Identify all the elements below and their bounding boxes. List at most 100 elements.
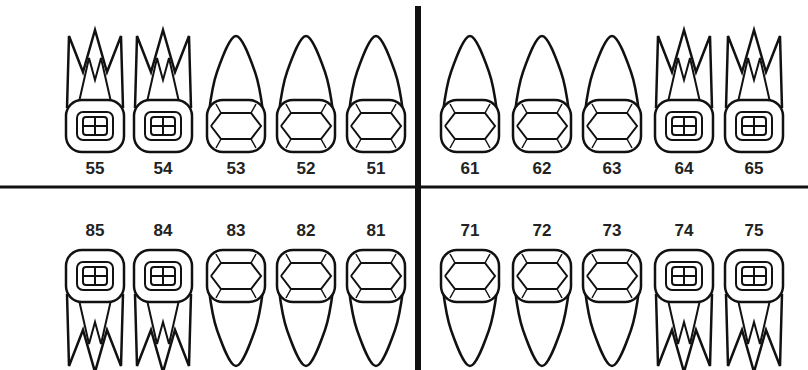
- crown-ridge: [627, 289, 632, 298]
- tooth-drawing: [207, 250, 265, 366]
- tooth-number: 74: [654, 220, 714, 242]
- tooth-drawing: [347, 250, 405, 366]
- tooth-drawing: [513, 250, 571, 366]
- tooth-number: 61: [440, 158, 500, 180]
- tooth-root: [67, 30, 123, 108]
- root-inner-line: [147, 300, 179, 344]
- occlusal-outline: [145, 262, 181, 290]
- crown-ridge: [485, 104, 490, 113]
- tooth-crown: [655, 250, 713, 302]
- tooth-number: 54: [133, 158, 193, 180]
- crown-ridge: [321, 139, 326, 148]
- crown-ridge: [485, 254, 490, 263]
- tooth-number: 82: [276, 220, 336, 242]
- tooth-root: [656, 294, 712, 370]
- tooth-crown: [583, 100, 641, 152]
- crown-ridge: [216, 104, 221, 113]
- root-inner-line: [79, 58, 111, 102]
- crown-ridge: [627, 254, 632, 263]
- tooth-crown: [347, 250, 405, 302]
- occlusal-fossa: [742, 117, 766, 135]
- fissure-line: [151, 125, 175, 127]
- crown-ridge: [450, 104, 455, 113]
- tooth-drawing: [134, 30, 192, 152]
- crown-ridge: [391, 254, 396, 263]
- crown-ridge: [321, 254, 326, 263]
- crown-ridge: [391, 289, 396, 298]
- tooth-drawing: [66, 250, 124, 370]
- tooth-root: [656, 30, 712, 108]
- occlusal-fossa: [742, 267, 766, 285]
- occlusal-outline: [517, 113, 567, 139]
- crown-ridge: [216, 289, 221, 298]
- tooth-number: 51: [346, 158, 406, 180]
- occlusal-outline: [211, 263, 261, 289]
- root-inner-line: [738, 300, 770, 344]
- tooth-crown: [207, 250, 265, 302]
- crown-ridge: [522, 289, 527, 298]
- crown-ridge: [216, 254, 221, 263]
- crown-ridge: [286, 289, 291, 298]
- midline-divider: [415, 6, 421, 370]
- tooth-drawing: [441, 250, 499, 366]
- crown-ridge: [321, 289, 326, 298]
- tooth-drawing: [441, 36, 499, 152]
- tooth-number: 71: [440, 220, 500, 242]
- tooth-drawing: [513, 36, 571, 152]
- crown-ridge: [286, 104, 291, 113]
- occlusal-outline: [445, 263, 495, 289]
- occlusal-outline: [351, 113, 401, 139]
- tooth-number: 63: [582, 158, 642, 180]
- crown-ridge: [356, 254, 361, 263]
- fissure-line: [672, 125, 696, 127]
- crown-ridge: [557, 104, 562, 113]
- tooth-number: 62: [512, 158, 572, 180]
- tooth-crown: [441, 250, 499, 302]
- occlusal-outline: [587, 113, 637, 139]
- crown-ridge: [251, 254, 256, 263]
- tooth-root: [135, 294, 191, 370]
- crown-ridge: [485, 289, 490, 298]
- occlusal-outline: [666, 112, 702, 140]
- tooth-root: [135, 30, 191, 108]
- crown-ridge: [321, 104, 326, 113]
- tooth-number: 85: [65, 220, 125, 242]
- tooth-number: 53: [206, 158, 266, 180]
- crown-ridge: [592, 104, 597, 113]
- fissure-line: [151, 275, 175, 277]
- root-inner-line: [668, 300, 700, 344]
- crown-ridge: [356, 104, 361, 113]
- tooth-crown: [441, 100, 499, 152]
- tooth-number: 64: [654, 158, 714, 180]
- crown-ridge: [251, 104, 256, 113]
- tooth-crown: [513, 250, 571, 302]
- crown-ridge: [522, 104, 527, 113]
- tooth-crown: [513, 100, 571, 152]
- tooth-number: 72: [512, 220, 572, 242]
- tooth-crown: [66, 100, 124, 152]
- tooth-root: [726, 294, 782, 370]
- tooth-crown: [207, 100, 265, 152]
- tooth-crown: [725, 250, 783, 302]
- tooth-root: [726, 30, 782, 108]
- fissure-line: [83, 125, 107, 127]
- crown-ridge: [592, 139, 597, 148]
- root-inner-line: [147, 58, 179, 102]
- tooth-crown: [725, 100, 783, 152]
- tooth-number: 52: [276, 158, 336, 180]
- tooth-crown: [347, 100, 405, 152]
- fissure-line: [83, 275, 107, 277]
- crown-ridge: [216, 139, 221, 148]
- tooth-drawing: [277, 250, 335, 366]
- tooth-number: 75: [724, 220, 784, 242]
- tooth-number: 84: [133, 220, 193, 242]
- occlusal-fossa: [672, 117, 696, 135]
- crown-ridge: [391, 104, 396, 113]
- occlusal-fossa: [151, 117, 175, 135]
- occlusal-outline: [351, 263, 401, 289]
- tooth-crown: [66, 250, 124, 302]
- crown-ridge: [627, 104, 632, 113]
- tooth-number: 83: [206, 220, 266, 242]
- tooth-drawing: [655, 30, 713, 152]
